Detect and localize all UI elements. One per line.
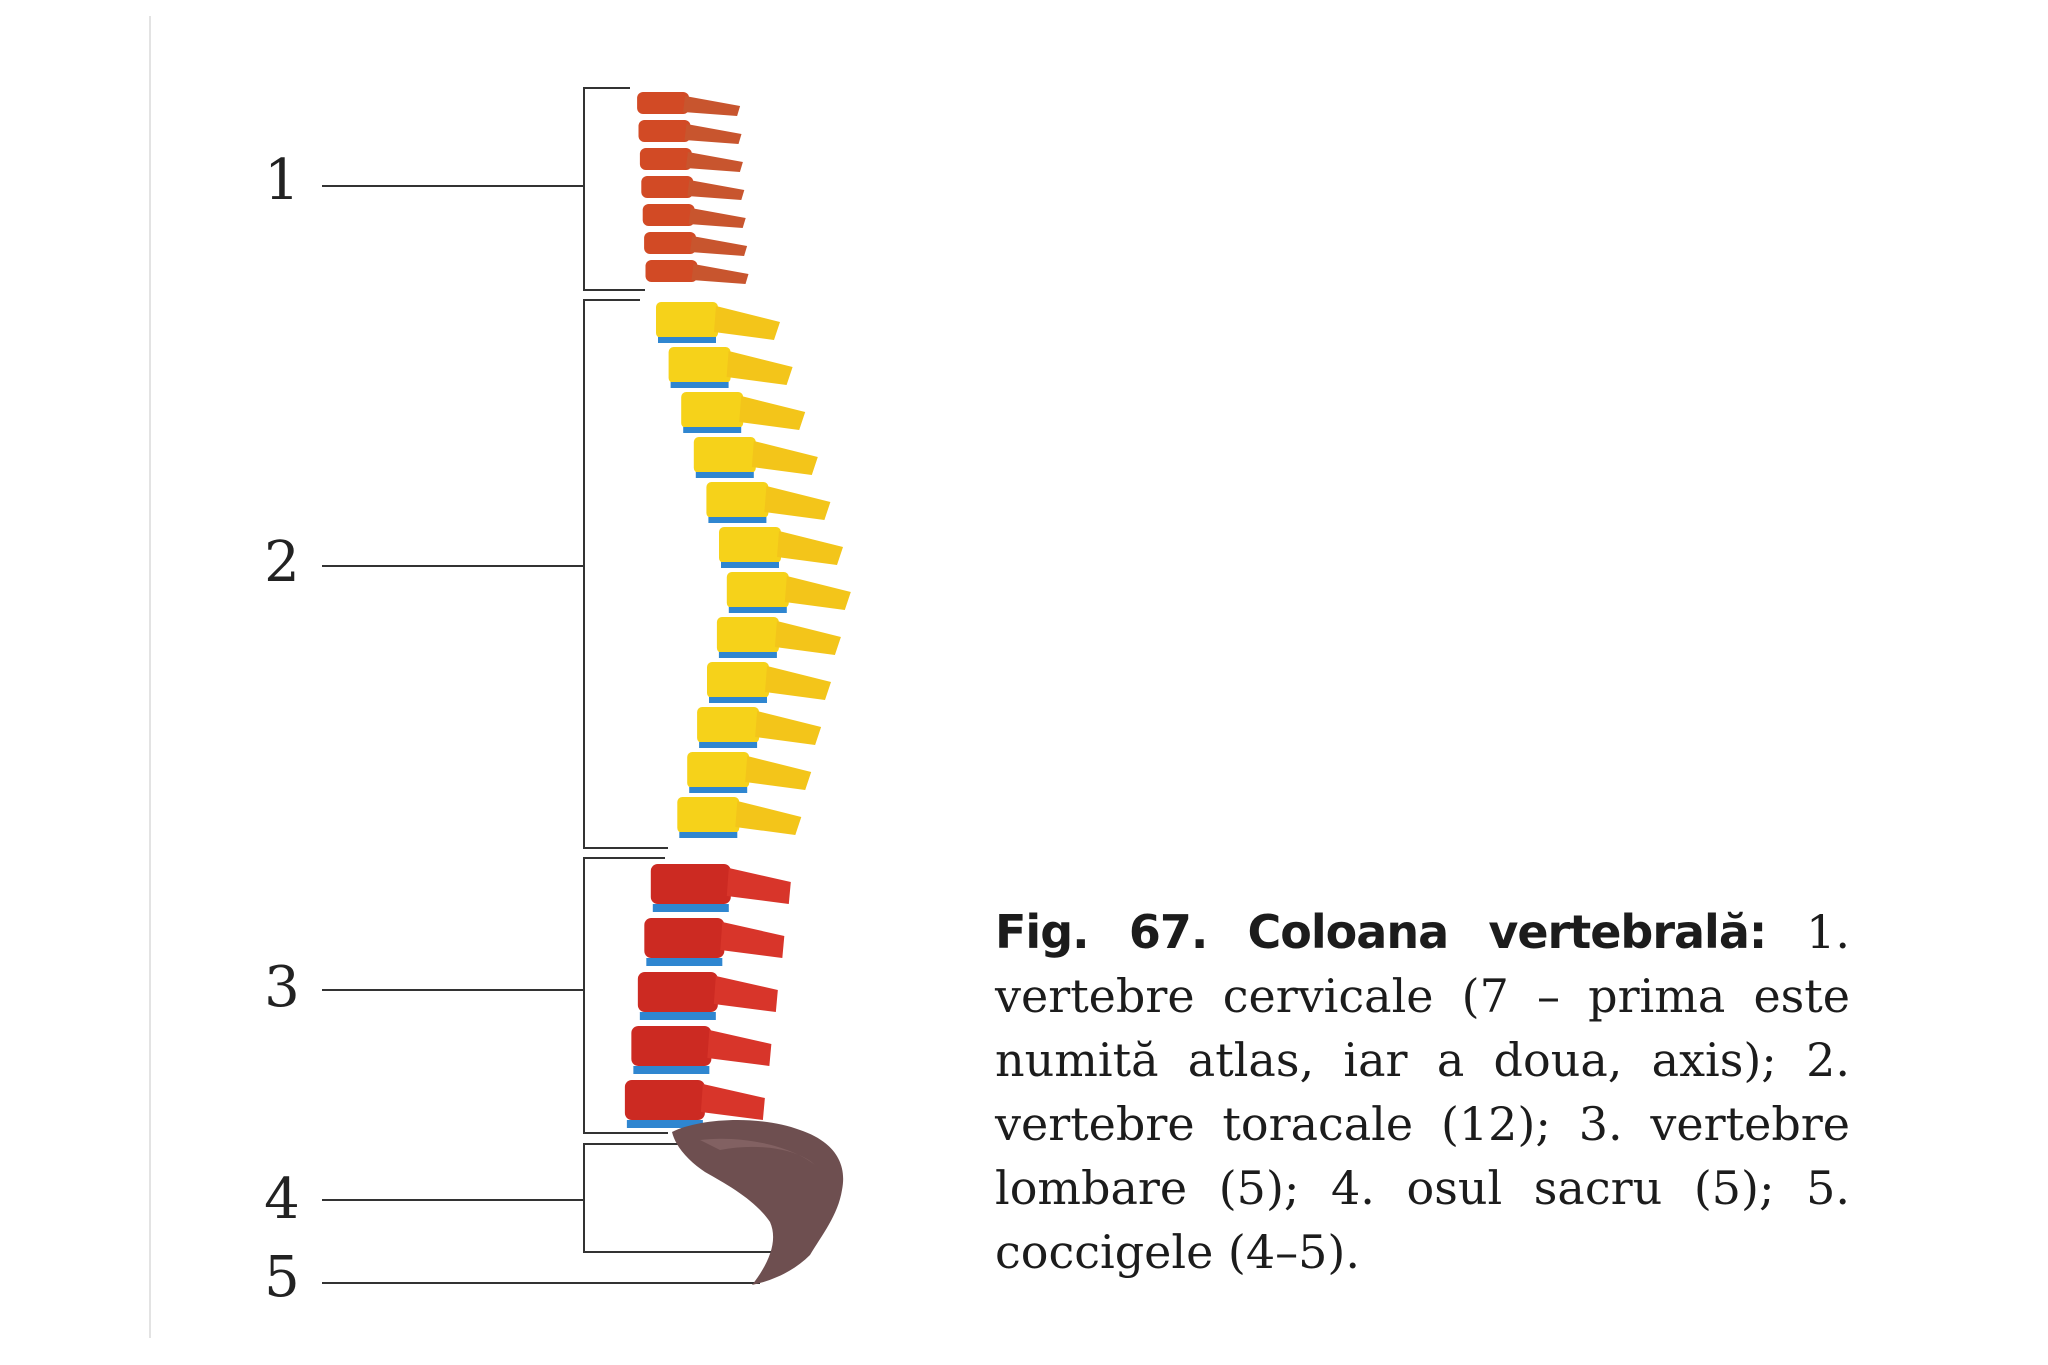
thoracic-process	[784, 576, 851, 610]
thoracic-process	[751, 441, 818, 475]
thoracic-disc	[708, 517, 767, 523]
lumbar-process	[713, 976, 778, 1012]
page-margin-rule	[149, 16, 151, 1338]
lumbar-process	[700, 1084, 765, 1120]
cervical-vertebra	[638, 120, 691, 142]
lumbar-disc	[633, 1066, 710, 1074]
caption-body: 1. vertebre cervicale (7 – prima este nu…	[995, 905, 1850, 1279]
lumbar-vertebra	[631, 1026, 712, 1066]
thoracic-process	[764, 486, 831, 520]
thoracic-process	[755, 711, 822, 745]
bracket-thoracic	[583, 299, 668, 849]
cervical-vertebra	[637, 92, 690, 114]
thoracic-vertebra	[687, 752, 750, 788]
lumbar-vertebra	[650, 864, 731, 904]
lumbar-disc	[652, 904, 729, 912]
thoracic-process	[745, 756, 812, 790]
lumbar-vertebrae	[624, 864, 791, 1128]
cervical-process	[688, 208, 746, 228]
cervical-vertebrae	[637, 92, 749, 284]
thoracic-vertebra	[693, 437, 756, 473]
lumbar-process	[726, 868, 791, 904]
thoracic-process	[714, 306, 780, 340]
cervical-vertebra	[642, 204, 695, 226]
thoracic-disc	[670, 382, 729, 388]
label-cervical: 1	[264, 148, 300, 213]
thoracic-process	[777, 531, 843, 565]
cervical-process	[691, 264, 749, 284]
thoracic-disc	[679, 832, 738, 838]
thoracic-process	[765, 666, 831, 700]
label-lumbar: 3	[264, 955, 300, 1020]
label-thoracic: 2	[264, 530, 300, 595]
label-coccyx: 5	[264, 1245, 300, 1310]
cervical-vertebra	[644, 232, 697, 254]
thoracic-vertebra	[706, 482, 769, 518]
thoracic-vertebra	[719, 527, 781, 563]
sacrum-coccyx	[672, 1120, 844, 1285]
thoracic-process	[735, 801, 802, 835]
thoracic-disc	[709, 697, 767, 703]
cervical-process	[684, 124, 742, 144]
thoracic-vertebra	[681, 392, 744, 428]
thoracic-disc	[721, 562, 779, 568]
lumbar-vertebra	[624, 1080, 705, 1120]
sacrum	[672, 1120, 844, 1285]
bracket-sacrum	[583, 1143, 778, 1253]
thoracic-disc	[718, 652, 777, 658]
thoracic-disc	[728, 607, 787, 613]
lumbar-disc	[646, 958, 723, 966]
figure-caption: Fig. 67. Coloana vertebrală: 1. vertebre…	[995, 900, 1850, 1284]
lumbar-process	[720, 922, 785, 958]
thoracic-vertebra	[668, 347, 731, 383]
thoracic-vertebra	[677, 797, 740, 833]
lumbar-vertebra	[637, 972, 718, 1012]
cervical-vertebra	[645, 260, 698, 282]
cervical-process	[685, 152, 743, 172]
thoracic-vertebra	[656, 302, 718, 338]
caption-title: Fig. 67. Coloana vertebrală:	[995, 905, 1767, 959]
thoracic-vertebra	[726, 572, 789, 608]
thoracic-process	[739, 396, 806, 430]
bracket-cervical	[583, 87, 645, 291]
thoracic-disc	[699, 742, 758, 748]
thoracic-vertebra	[716, 617, 779, 653]
cervical-vertebra	[639, 148, 692, 170]
thoracic-process	[726, 351, 793, 385]
lumbar-disc	[639, 1012, 716, 1020]
sacrum-shading	[700, 1138, 815, 1165]
thoracic-vertebra	[697, 707, 760, 743]
lumbar-vertebra	[644, 918, 725, 958]
cervical-vertebra	[641, 176, 694, 198]
thoracic-vertebrae	[656, 302, 851, 838]
thoracic-disc	[695, 472, 754, 478]
thoracic-vertebra	[707, 662, 769, 698]
lumbar-process	[707, 1030, 772, 1066]
thoracic-disc	[689, 787, 748, 793]
lumbar-disc	[626, 1120, 703, 1128]
thoracic-disc	[658, 337, 716, 343]
thoracic-process	[774, 621, 841, 655]
thoracic-disc	[683, 427, 742, 433]
cervical-process	[690, 236, 748, 256]
bracket-lumbar	[583, 857, 668, 1134]
cervical-process	[687, 180, 745, 200]
label-sacrum: 4	[264, 1167, 300, 1232]
cervical-process	[683, 96, 741, 116]
